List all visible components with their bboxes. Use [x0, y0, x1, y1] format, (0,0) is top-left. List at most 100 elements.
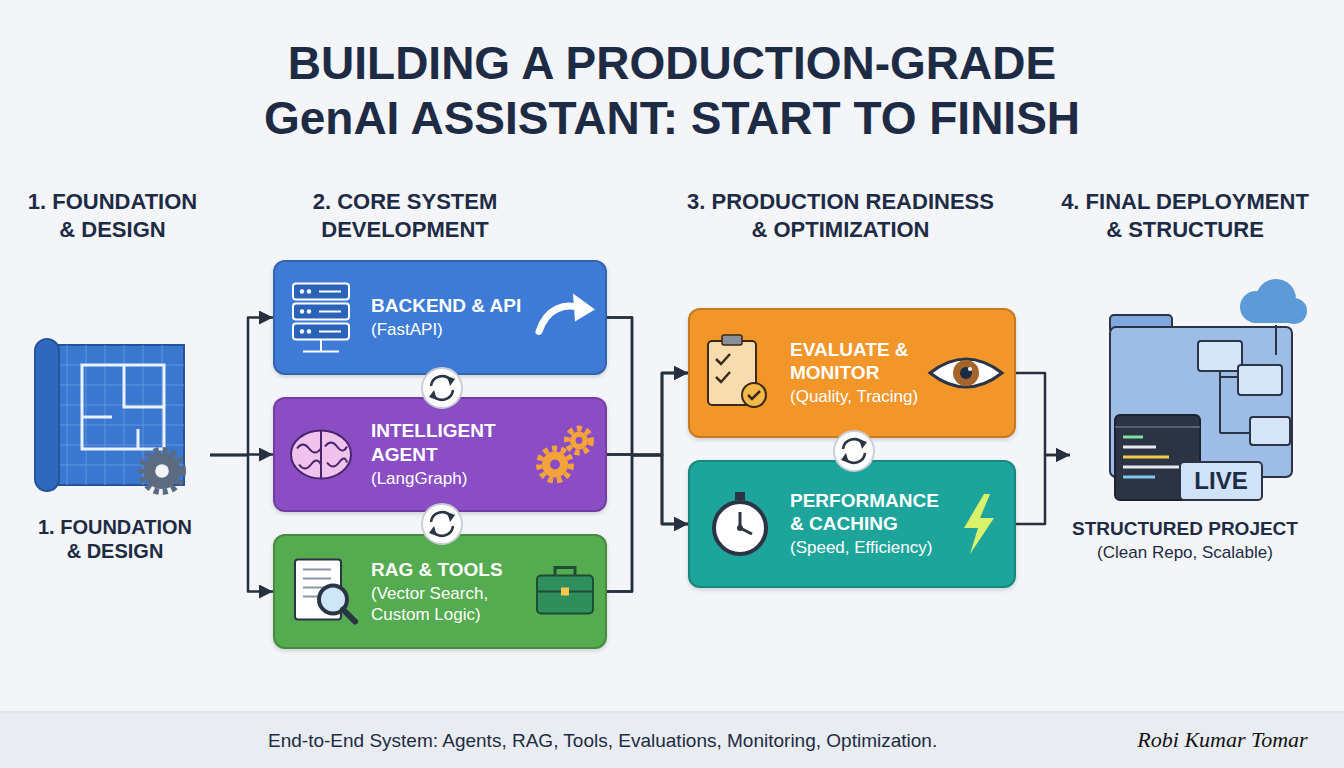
server-led [300, 329, 304, 333]
node-heading: RAG & TOOLS [371, 558, 533, 581]
brain-icon [291, 431, 351, 479]
document-line [303, 578, 331, 580]
flow-connector [607, 455, 688, 525]
node-detail: (FastAPI) [371, 320, 533, 341]
server-led [300, 309, 304, 313]
briefcase-lock [561, 588, 569, 596]
node-text: EVALUATE & MONITOR (Quality, Tracing) [790, 338, 919, 408]
server-slot [319, 311, 341, 313]
column-heading: 1. FOUNDATION & DESIGN [20, 188, 205, 244]
signature: Robi Kumar Tomar [1115, 726, 1330, 754]
node-heading: EVALUATE & MONITOR [790, 338, 919, 384]
blueprint-grid [67, 345, 68, 485]
eye-glint [968, 367, 972, 371]
gear-teeth [567, 429, 591, 453]
server-led [307, 309, 311, 313]
process-box: PERFORMANCE & CACHING(Speed, Efficiency) [688, 460, 1016, 588]
sync-badge [422, 504, 462, 544]
briefcase-icon [537, 576, 593, 614]
node-text: PERFORMANCE & CACHING(Speed, Efficiency) [790, 489, 950, 559]
eye-icon [930, 359, 1002, 387]
code-line [1123, 466, 1182, 469]
node-icon [275, 399, 609, 514]
stopwatch-icon [714, 502, 766, 554]
process-box: RAG & TOOLS (Vector Search, Custom Logic) [273, 534, 607, 649]
node-icon [275, 262, 609, 377]
column-heading: 3. PRODUCTION READINESS & OPTIMIZATION [678, 188, 1003, 244]
process-box: INTELLIGENT AGENT (LangGraph) [273, 397, 607, 512]
node-heading: INTELLIGENT AGENT [371, 419, 533, 465]
server-led [307, 289, 311, 293]
server-base [303, 351, 339, 353]
node-detail: (Quality, Tracing) [790, 387, 919, 408]
small-folder [1250, 417, 1290, 445]
tree-arrow [1275, 325, 1277, 355]
caption: End-to-End System: Agents, RAG, Tools, E… [268, 729, 937, 753]
cloud-base [1250, 309, 1298, 323]
floor-plan [82, 365, 164, 449]
stopwatch-hub [737, 525, 743, 531]
node-detail: (Vector Search, Custom Logic) [371, 584, 533, 625]
flow-connector [607, 318, 688, 525]
flow-connector [1016, 373, 1070, 455]
node-detail: (Clean Repo, Scalable) [1070, 543, 1300, 564]
server-unit [293, 324, 349, 340]
node-heading: PERFORMANCE & CACHING [790, 489, 950, 535]
gear-body [144, 453, 180, 489]
server-slot [319, 331, 341, 333]
flow-connector [607, 373, 688, 455]
gear-hole [576, 437, 583, 444]
brain-fold [297, 443, 347, 469]
gear-teeth [141, 450, 183, 492]
foundation-node: 1. FOUNDATION & DESIGN [20, 325, 210, 570]
footer-band [0, 712, 1344, 768]
node-heading: 1. FOUNDATION & DESIGN [30, 515, 200, 564]
column-heading: 4. FINAL DEPLOYMENT & STRUCTURE [1055, 188, 1315, 244]
process-box: BACKEND & API (FastAPI) [273, 260, 607, 375]
node-detail: (LangGraph) [371, 469, 533, 490]
project-node: STRUCTURED PROJECT(Clean Repo, Scalable) [1070, 285, 1300, 570]
gear-hole [155, 464, 169, 478]
document-line [303, 569, 331, 571]
node-text: BACKEND & API (FastAPI) [371, 294, 533, 341]
diagram-title: BUILDING A PRODUCTION-GRADE GenAI ASSIST… [222, 36, 1122, 146]
column-heading: 2. CORE SYSTEM DEVELOPMENT [285, 188, 525, 244]
small-folder [1238, 365, 1282, 395]
gear-body [570, 432, 588, 450]
node-text: RAG & TOOLS (Vector Search, Custom Logic) [371, 558, 533, 626]
eye-iris [953, 360, 979, 386]
node-heading: BACKEND & API [371, 294, 533, 317]
approval-check [748, 391, 760, 399]
node-text: 1. FOUNDATION & DESIGN [30, 515, 200, 564]
brain-fold [320, 431, 322, 479]
server-led [307, 329, 311, 333]
flow-connector [210, 318, 273, 456]
api-arrow-head [573, 294, 595, 322]
node-text: INTELLIGENT AGENT (LangGraph) [371, 419, 533, 489]
server-unit [293, 304, 349, 320]
code-line [1123, 456, 1169, 459]
sync-badge [834, 431, 874, 471]
terminal-bar [1115, 426, 1200, 428]
code-line [1123, 446, 1156, 449]
magnifier-handle [343, 610, 355, 622]
stopwatch-button [735, 492, 745, 500]
sync-arrow-head [447, 376, 455, 386]
eye-pupil [960, 367, 972, 379]
sync-badge [422, 368, 462, 408]
flow-connector [607, 455, 688, 592]
server-led [300, 289, 304, 293]
briefcase-handle [555, 568, 575, 576]
lightning-icon [964, 494, 994, 554]
code-line [1123, 476, 1155, 479]
clipboard-clip [722, 335, 742, 345]
sync-arrow-head [841, 453, 849, 463]
footer-rule [0, 712, 1344, 713]
sync-arrow-head [859, 439, 867, 449]
api-arrow [539, 306, 579, 331]
blueprint-roll [35, 339, 59, 491]
sync-arrow-head [447, 512, 455, 522]
flow-connector [210, 455, 273, 592]
